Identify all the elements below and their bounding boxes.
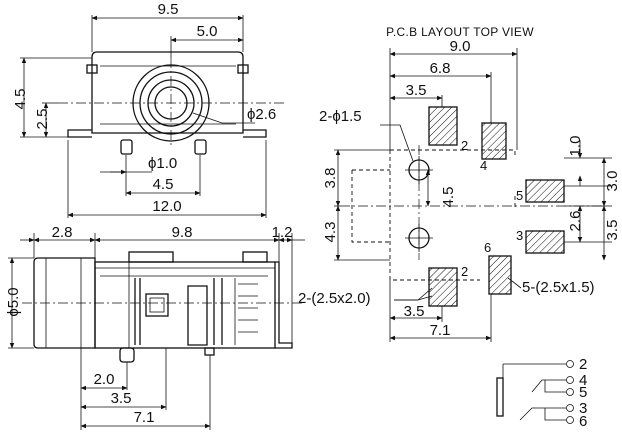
schematic: 2 4 5 3 6 [496,356,587,430]
pcb-dim-3-5-top: 3.5 [406,82,427,99]
pad-number-2-bottom: 2 [461,264,468,279]
pad-2-top [428,106,458,146]
pcb-dim-1-0: 1.0 [567,136,584,157]
dim-9-5: 9.5 [158,1,179,18]
top-view: 9.5 5.0 4.5 2.5 ϕ2.6 ϕ1.0 4.5 12.0 [12,1,285,218]
schematic-pin-6: 6 [579,413,587,430]
pcb-dim-4-5: 4.5 [440,187,457,208]
pad-2-bottom [428,267,458,307]
dim-1-2: 1.2 [272,224,293,241]
dim-2-8: 2.8 [52,224,73,241]
schematic-pin-2: 2 [579,356,587,373]
pad-3 [525,230,565,254]
schematic-pin-3: 3 [579,400,587,417]
pad-number-6: 6 [484,240,491,255]
pad-number-3: 3 [516,228,523,243]
pcb-layout: P.C.B LAYOUT TOP VIEW 2 4 5 3 6 2 [298,25,621,342]
dim-diameter-5-0: ϕ5.0 [5,287,22,316]
pcb-dim-4-3: 4.3 [322,222,339,243]
dim-9-8: 9.8 [172,224,193,241]
pcb-dim-6-8: 6.8 [430,60,451,77]
dim-pin-spacing: 4.5 [153,176,174,193]
dim-7-1: 7.1 [134,409,155,426]
dim-pin-diameter: ϕ1.0 [148,155,177,172]
pcb-dim-3-5-bottom: 3.5 [404,303,425,320]
dim-2-5: 2.5 [34,109,51,130]
pcb-dim-7-1: 7.1 [430,322,451,339]
pcb-dim-9-0: 9.0 [450,38,471,55]
pcb-dim-3-5-right: 3.5 [604,220,621,241]
pad-4 [481,122,507,160]
pcb-dim-3-8: 3.8 [322,168,339,189]
side-view: 2.8 9.8 1.2 ϕ5.0 2.0 3.5 7.1 [5,224,305,430]
dim-12-0: 12.0 [152,198,181,215]
schematic-pin-5: 5 [579,384,587,401]
pad-size-label-left: 2-(2.5x2.0) [298,290,371,307]
dim-5-0: 5.0 [197,23,218,40]
pad-number-4: 4 [480,158,487,173]
pcb-dim-2-6: 2.6 [567,211,584,232]
pad-6 [488,255,512,295]
hole-diameter-label: 2-ϕ1.5 [319,108,362,125]
dim-hole-diameter: ϕ2.6 [247,106,276,123]
pad-number-2-top: 2 [461,138,468,153]
pcb-layout-title: P.C.B LAYOUT TOP VIEW [386,25,534,39]
pcb-dim-3-0: 3.0 [604,171,621,192]
pad-5 [525,179,565,203]
pad-number-5: 5 [516,188,523,203]
dim-3-5: 3.5 [111,390,132,407]
dim-4-5-vertical: 4.5 [12,89,29,110]
pad-size-label-right: 5-(2.5x1.5) [522,279,595,296]
schematic-pin-4: 4 [579,372,587,389]
dim-2-0: 2.0 [94,371,115,388]
